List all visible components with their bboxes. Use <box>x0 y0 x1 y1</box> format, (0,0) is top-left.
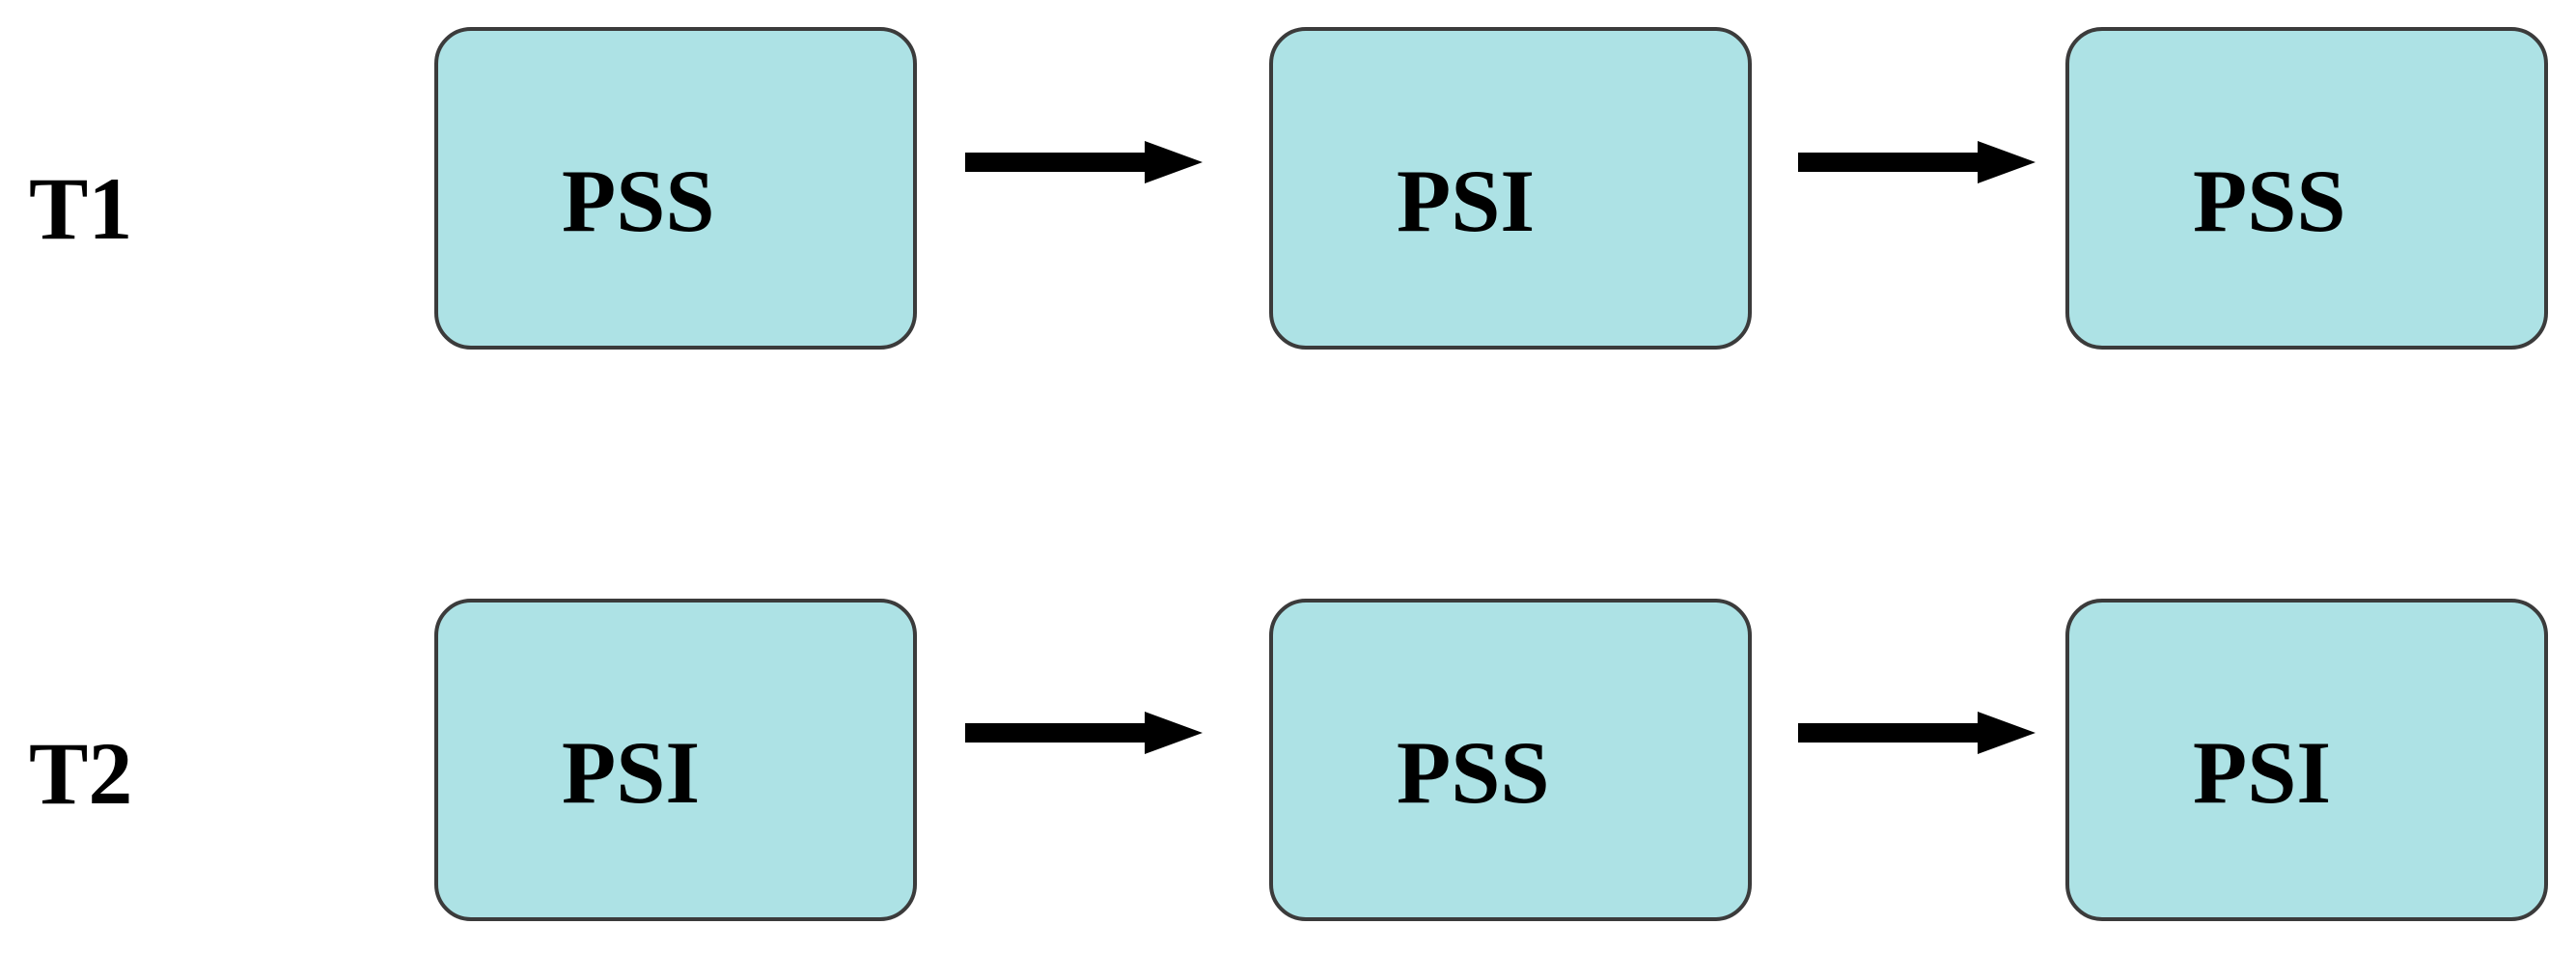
arrow-connector <box>965 712 1203 754</box>
step-label: PSI <box>1397 152 1536 250</box>
row-label-t2: T2 <box>29 724 133 823</box>
step-box: PSI <box>2065 599 2548 921</box>
step-box: PSS <box>2065 27 2548 350</box>
step-box: PSS <box>1269 599 1752 921</box>
arrow-connector <box>965 141 1203 183</box>
step-box: PSI <box>1269 27 1752 350</box>
row-label-t1: T1 <box>29 159 133 258</box>
step-label: PSS <box>2193 152 2346 250</box>
step-box: PSI <box>434 599 917 921</box>
arrow-connector <box>1798 712 2036 754</box>
arrow-connector <box>1798 141 2036 183</box>
step-box: PSS <box>434 27 917 350</box>
step-label: PSS <box>1397 723 1550 822</box>
step-label: PSI <box>562 723 701 822</box>
step-label: PSI <box>2193 723 2332 822</box>
step-label: PSS <box>562 152 715 250</box>
